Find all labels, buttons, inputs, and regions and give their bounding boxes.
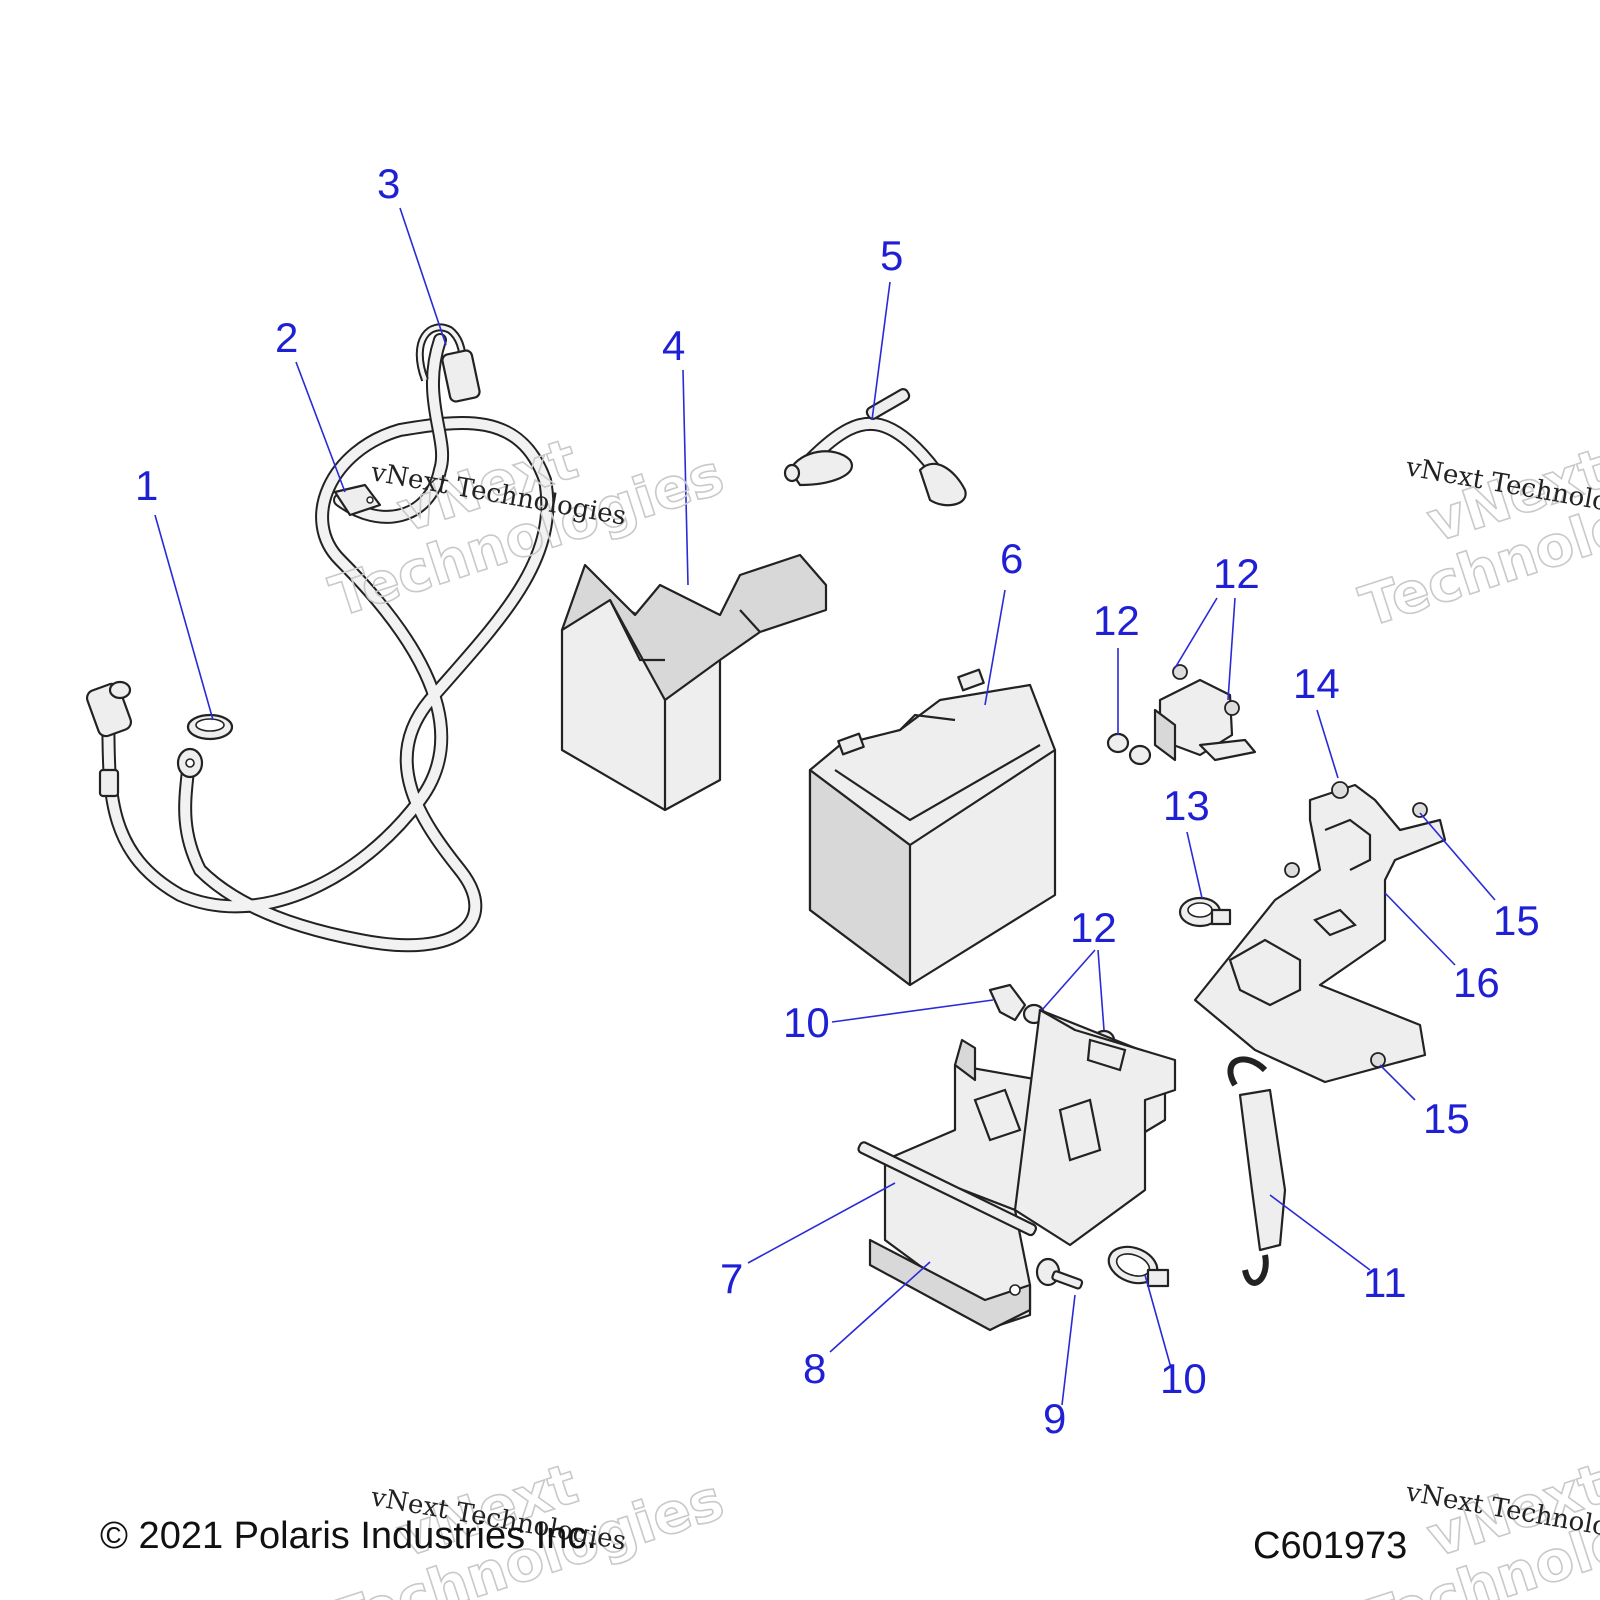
bolt (1035, 1257, 1084, 1290)
clamps (988, 983, 1170, 1288)
battery-box (857, 1008, 1177, 1332)
leader-line (831, 999, 994, 1023)
callout-label: 14 (1293, 660, 1340, 707)
callout-label: 9 (1043, 1395, 1066, 1442)
callout-label: 15 (1493, 897, 1540, 944)
battery-cables (85, 323, 555, 953)
cable-holder (333, 483, 382, 517)
leader-line (1419, 812, 1496, 901)
callout-label: 8 (803, 1345, 826, 1392)
leader-line (1316, 709, 1339, 779)
battery-cover (560, 553, 828, 812)
leader-line (1186, 831, 1203, 899)
leader-lines (154, 207, 1496, 1406)
leader-line (1061, 1294, 1076, 1406)
callout-label: 6 (1000, 535, 1023, 582)
leader-line (829, 1261, 931, 1353)
callout-label: 12 (1093, 597, 1140, 644)
callout-label: 3 (377, 160, 400, 207)
callout-label: 15 (1423, 1095, 1470, 1142)
leader-line (154, 514, 214, 721)
leader-line (871, 281, 891, 421)
copyright-notice: © 2021 Polaris Industries Inc. (100, 1515, 597, 1557)
diagram-code: C601973 (1253, 1525, 1407, 1567)
callout-label: 12 (1213, 550, 1260, 597)
callout-label: 10 (783, 999, 830, 1046)
callout-label: 12 (1070, 904, 1117, 951)
callout-label: 4 (662, 322, 685, 369)
callout-label: 5 (880, 232, 903, 279)
callout-label: 11 (1363, 1259, 1407, 1306)
cable-boot (783, 388, 967, 507)
callout-label: 13 (1163, 782, 1210, 829)
leader-line (1384, 892, 1456, 966)
mounting-bracket (1193, 781, 1447, 1084)
callout-label: 10 (1160, 1355, 1207, 1402)
watermark: vNext Technologies vNext Technologies vN… (322, 426, 1600, 1600)
leader-line (1379, 1064, 1416, 1101)
leader-line (1041, 949, 1096, 1011)
starter-solenoid (1153, 664, 1257, 762)
leader-line (682, 369, 689, 586)
battery-strap (1227, 1056, 1287, 1286)
leader-line (1174, 597, 1218, 669)
callout-label: 7 (720, 1255, 743, 1302)
leader-line (295, 361, 346, 493)
leader-line (1269, 1194, 1371, 1271)
leader-line (1097, 949, 1105, 1031)
hose-clamp (1178, 896, 1232, 928)
battery (808, 668, 1057, 987)
callout-label: 1 (135, 462, 158, 509)
callout-labels: 1 2 3 4 5 6 12 12 14 13 15 16 12 10 15 7… (135, 160, 1540, 1442)
leader-line (747, 1182, 896, 1264)
leader-line (399, 207, 447, 346)
leader-line (984, 589, 1006, 706)
leader-line (1144, 1274, 1174, 1376)
cable-clip (186, 713, 234, 741)
callout-label: 16 (1453, 959, 1500, 1006)
callout-label: 2 (275, 314, 298, 361)
leader-line (1227, 597, 1236, 701)
